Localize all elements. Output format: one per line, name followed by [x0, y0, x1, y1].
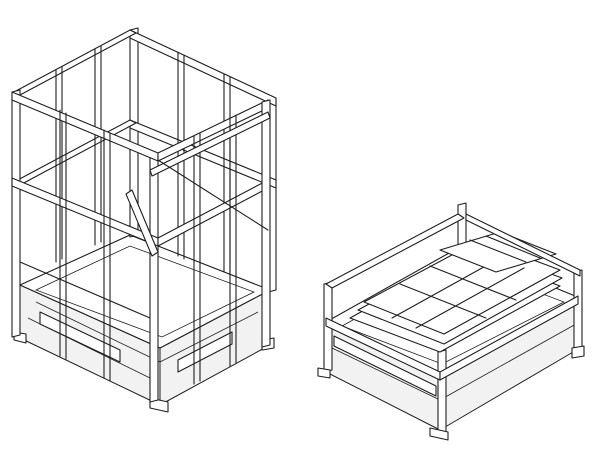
back-right-panel	[129, 27, 277, 293]
collapsed-fork-sleeve	[333, 335, 437, 397]
erected-cage	[11, 27, 277, 413]
collapsed-front-rails	[325, 213, 581, 381]
front-left-panel	[11, 89, 159, 403]
front-right-panel	[157, 99, 271, 385]
cage-feet	[13, 331, 275, 413]
cage-braces	[125, 111, 271, 257]
collapsed-cage	[317, 202, 585, 441]
collapsed-feet	[317, 345, 585, 441]
folded-panel-stack	[349, 231, 563, 353]
